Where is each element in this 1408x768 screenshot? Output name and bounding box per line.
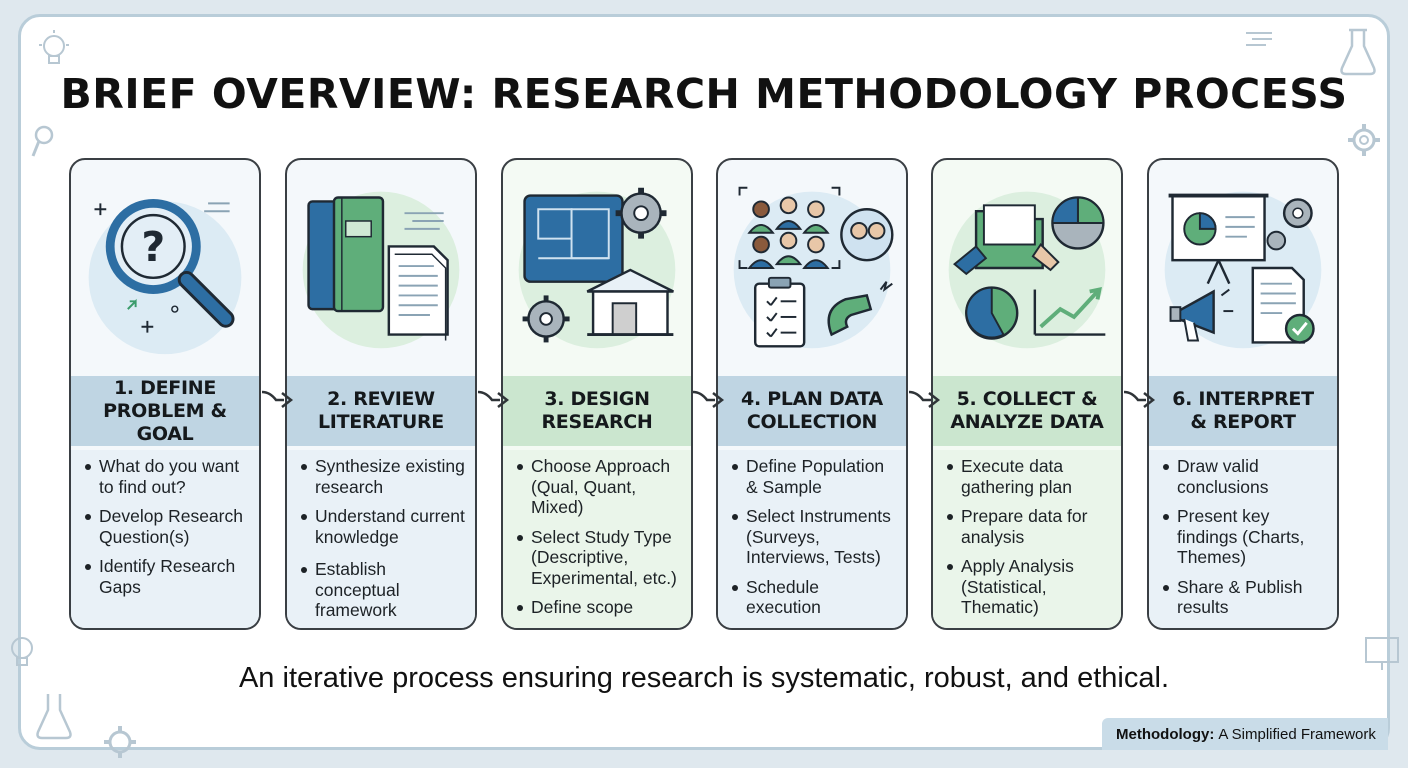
step-heading-line: 2. REVIEW: [327, 388, 435, 410]
arrow-right-icon: [477, 390, 510, 408]
arrow-right-icon: [692, 390, 725, 408]
page-title: BRIEF OVERVIEW: RESEARCH METHODOLOGY PRO…: [60, 70, 1348, 118]
list-item: Choose Approach (Qual, Quant, Mixed): [515, 456, 683, 518]
step-heading-line: 1. DEFINE: [113, 376, 217, 399]
lines-icon: [1246, 32, 1272, 46]
people-clipboard-magnet-icon: [733, 186, 894, 349]
lightbulb-icon: [11, 637, 33, 666]
flask-icon: [1340, 28, 1376, 76]
svg-text:?: ?: [141, 223, 165, 271]
step-card-6: 6. INTERPRET& REPORT Draw valid conclusi…: [1147, 158, 1339, 630]
step-heading-line: PROBLEM & GOAL: [103, 399, 227, 445]
list-item: Schedule execution: [730, 577, 898, 618]
footer-label-text: A Simplified Framework: [1218, 725, 1376, 743]
step-heading-line: COLLECTION: [746, 411, 878, 433]
blueprint-gears-icon: [518, 187, 676, 349]
step-bullet-list: Choose Approach (Qual, Quant, Mixed) Sel…: [503, 450, 691, 628]
magnifier-icon: [31, 125, 54, 157]
flask-icon: [36, 694, 72, 740]
list-item: Understand current knowledge: [299, 506, 467, 547]
arrow-right-icon: [261, 390, 294, 408]
list-item: Define Population & Sample: [730, 456, 898, 497]
list-item: Draw valid conclusions: [1161, 456, 1329, 497]
list-item: Develop Research Question(s): [83, 506, 251, 547]
folder-charts-icon: [948, 191, 1106, 349]
magnifier-question-icon: ?: [88, 198, 242, 355]
lightbulb-icon: [39, 30, 69, 64]
arrow-right-icon: [908, 390, 941, 408]
list-item: Establish conceptual framework: [299, 559, 467, 621]
step-heading-line: 4. PLAN DATA: [741, 388, 883, 410]
gear-icon: [1348, 124, 1380, 156]
list-item: Select Study Type (Descriptive, Experime…: [515, 527, 683, 589]
arrow-right-icon: [1123, 390, 1156, 408]
list-item: Synthesize existing research: [299, 456, 467, 497]
list-item: Define scope: [515, 597, 683, 618]
list-item: Identify Research Gaps: [83, 556, 251, 597]
step-heading-line: LITERATURE: [318, 411, 444, 433]
list-item: Execute data gathering plan: [945, 456, 1113, 497]
step-bullet-list: Synthesize existing research Understand …: [287, 450, 475, 628]
step-heading: 5. COLLECT &ANALYZE DATA: [933, 376, 1121, 446]
step-heading-line: 3. DESIGN: [544, 388, 650, 410]
list-item: Share & Publish results: [1161, 577, 1329, 618]
footer-label-bold: Methodology:: [1116, 725, 1215, 743]
books-document-icon: [302, 191, 460, 349]
step-heading-line: RESEARCH: [541, 411, 653, 433]
step-heading-line: & REPORT: [1190, 411, 1296, 433]
step-bullet-list: Define Population & Sample Select Instru…: [718, 450, 906, 628]
list-item: What do you want to find out?: [83, 456, 251, 497]
list-item: Prepare data for analysis: [945, 506, 1113, 547]
list-item: Select Instruments (Surveys, Interviews,…: [730, 506, 898, 568]
step-bullet-list: What do you want to find out? Develop Re…: [71, 450, 259, 628]
presentation-board-icon: [1365, 637, 1399, 670]
step-heading-line: 6. INTERPRET: [1172, 388, 1314, 410]
gear-icon: [104, 726, 136, 758]
step-card-5: 5. COLLECT &ANALYZE DATA Execute data ga…: [931, 158, 1123, 630]
step-heading-line: 5. COLLECT &: [956, 388, 1098, 410]
step-bullet-list: Execute data gathering plan Prepare data…: [933, 450, 1121, 628]
presentation-megaphone-icon: [1164, 191, 1322, 349]
list-item: Present key findings (Charts, Themes): [1161, 506, 1329, 568]
step-heading: 6. INTERPRET& REPORT: [1149, 376, 1337, 446]
step-bullet-list: Draw valid conclusions Present key findi…: [1149, 450, 1337, 628]
list-item: Apply Analysis (Statistical, Thematic): [945, 556, 1113, 618]
footer-label: Methodology: A Simplified Framework: [1102, 718, 1388, 750]
step-heading-line: ANALYZE DATA: [950, 411, 1104, 433]
caption: An iterative process ensuring research i…: [238, 662, 1170, 694]
